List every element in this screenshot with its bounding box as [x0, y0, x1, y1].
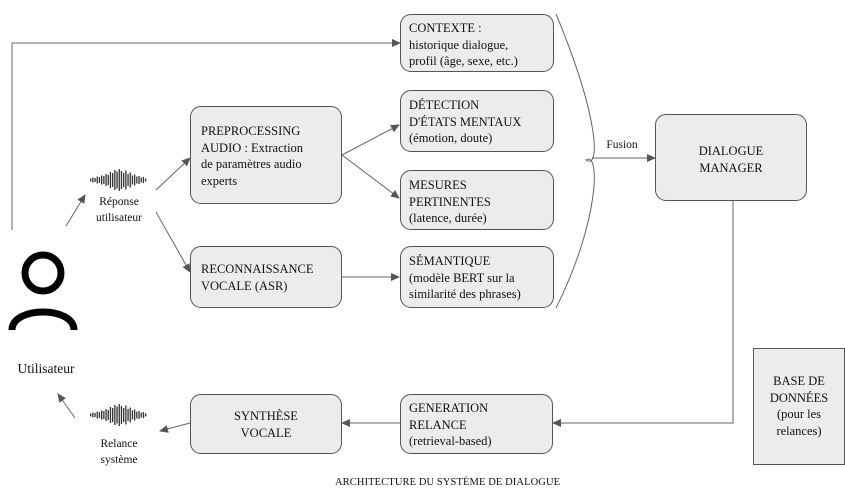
arrow-relance-to-user: [57, 393, 76, 419]
generation-text: GENERATION RELANCE (retrieval-based): [409, 401, 492, 448]
mesures-box: MESURES PERTINENTES (latence, durée): [400, 170, 554, 230]
fusion-bracket: [555, 13, 595, 309]
asr-text: RECONNAISSANCE VOCALE (ASR): [201, 262, 314, 293]
synthese-text: SYNTHÈSE VOCALE: [234, 409, 298, 440]
waveform-icon: [90, 404, 147, 426]
preprocessing-text: PREPROCESSING AUDIO : Extraction de para…: [201, 124, 304, 188]
detection-box: DÉTECTION D'ÉTATS MENTAUX (émotion, dout…: [400, 90, 554, 152]
contexte-text: CONTEXTE : historique dialogue, profil (…: [409, 21, 518, 68]
arrow-synthese-to-relance: [159, 422, 191, 433]
contexte-box: CONTEXTE : historique dialogue, profil (…: [400, 14, 554, 72]
arrow-to-asr: [155, 211, 191, 273]
mesures-text: MESURES PERTINENTES (latence, durée): [409, 178, 491, 225]
arrow-user-to-reponse: [65, 194, 86, 227]
arrow-to-preprocessing: [155, 157, 191, 191]
arrow-to-mesures: [341, 154, 400, 199]
generation-box: GENERATION RELANCE (retrieval-based): [400, 394, 553, 454]
synthese-box: SYNTHÈSE VOCALE: [190, 394, 342, 454]
semantique-box: SÉMANTIQUE (modèle BERT sur la similarit…: [400, 246, 554, 308]
utilisateur-label: Utilisateur: [17, 361, 75, 376]
diagram-title: ARCHITECTURE DU SYSTÈME DE DIALOGUE: [335, 477, 561, 488]
arrow-user-to-contexte: [11, 39, 401, 230]
fusion-label: Fusion: [606, 139, 638, 151]
dialogue-manager-box: DIALOGUE MANAGER: [655, 114, 807, 201]
user-icon: [8, 251, 78, 331]
base-de-donnees-text: BASE DE DONNÉES (pour les relances): [769, 374, 829, 438]
relance-systeme-label: Relance système: [100, 438, 138, 466]
dialogue-manager-text: DIALOGUE MANAGER: [698, 144, 764, 175]
base-de-donnees-box: BASE DE DONNÉES (pour les relances): [753, 348, 845, 465]
reponse-utilisateur-label: Réponse utilisateur: [96, 196, 142, 224]
waveform-icon: [90, 169, 147, 191]
asr-box: RECONNAISSANCE VOCALE (ASR): [190, 246, 342, 308]
arrow-dm-to-generation: [552, 201, 734, 427]
semantique-text: SÉMANTIQUE (modèle BERT sur la similarit…: [409, 254, 521, 301]
preprocessing-box: PREPROCESSING AUDIO : Extraction de para…: [190, 106, 342, 204]
detection-text: DÉTECTION D'ÉTATS MENTAUX (émotion, dout…: [409, 98, 522, 145]
arrow-to-detection: [341, 124, 400, 156]
